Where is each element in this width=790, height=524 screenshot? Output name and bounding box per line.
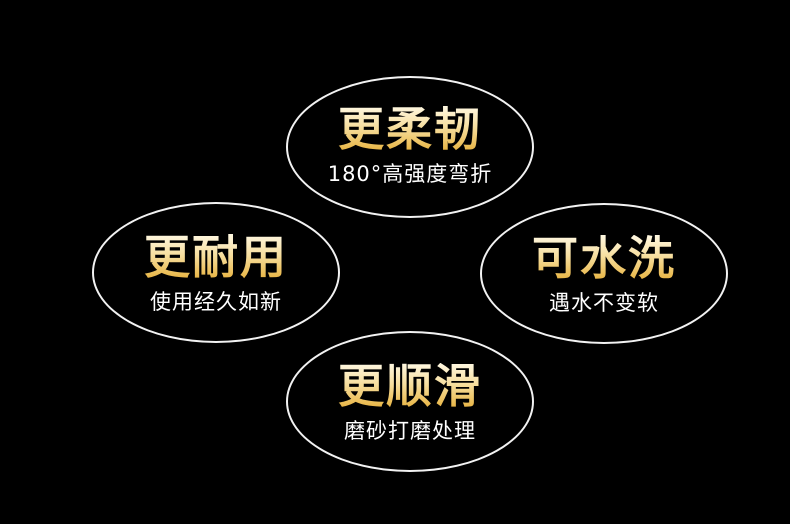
feature-title: 更耐用 [94, 234, 338, 280]
feature-subtitle: 使用经久如新 [150, 290, 282, 314]
feature-subtitle: 180°高强度弯折 [327, 162, 493, 186]
feature-durable: 更耐用 使用经久如新 [92, 202, 340, 343]
feature-washable: 可水洗 遇水不变软 [480, 203, 728, 344]
feature-title: 更柔韧 [288, 106, 532, 152]
feature-smooth: 更顺滑 磨砂打磨处理 [286, 331, 534, 472]
feature-title: 更顺滑 [288, 363, 532, 409]
feature-flexible: 更柔韧 180°高强度弯折 [286, 76, 534, 218]
feature-subtitle: 磨砂打磨处理 [344, 419, 476, 443]
feature-title: 可水洗 [482, 235, 726, 281]
feature-subtitle: 遇水不变软 [549, 291, 659, 315]
